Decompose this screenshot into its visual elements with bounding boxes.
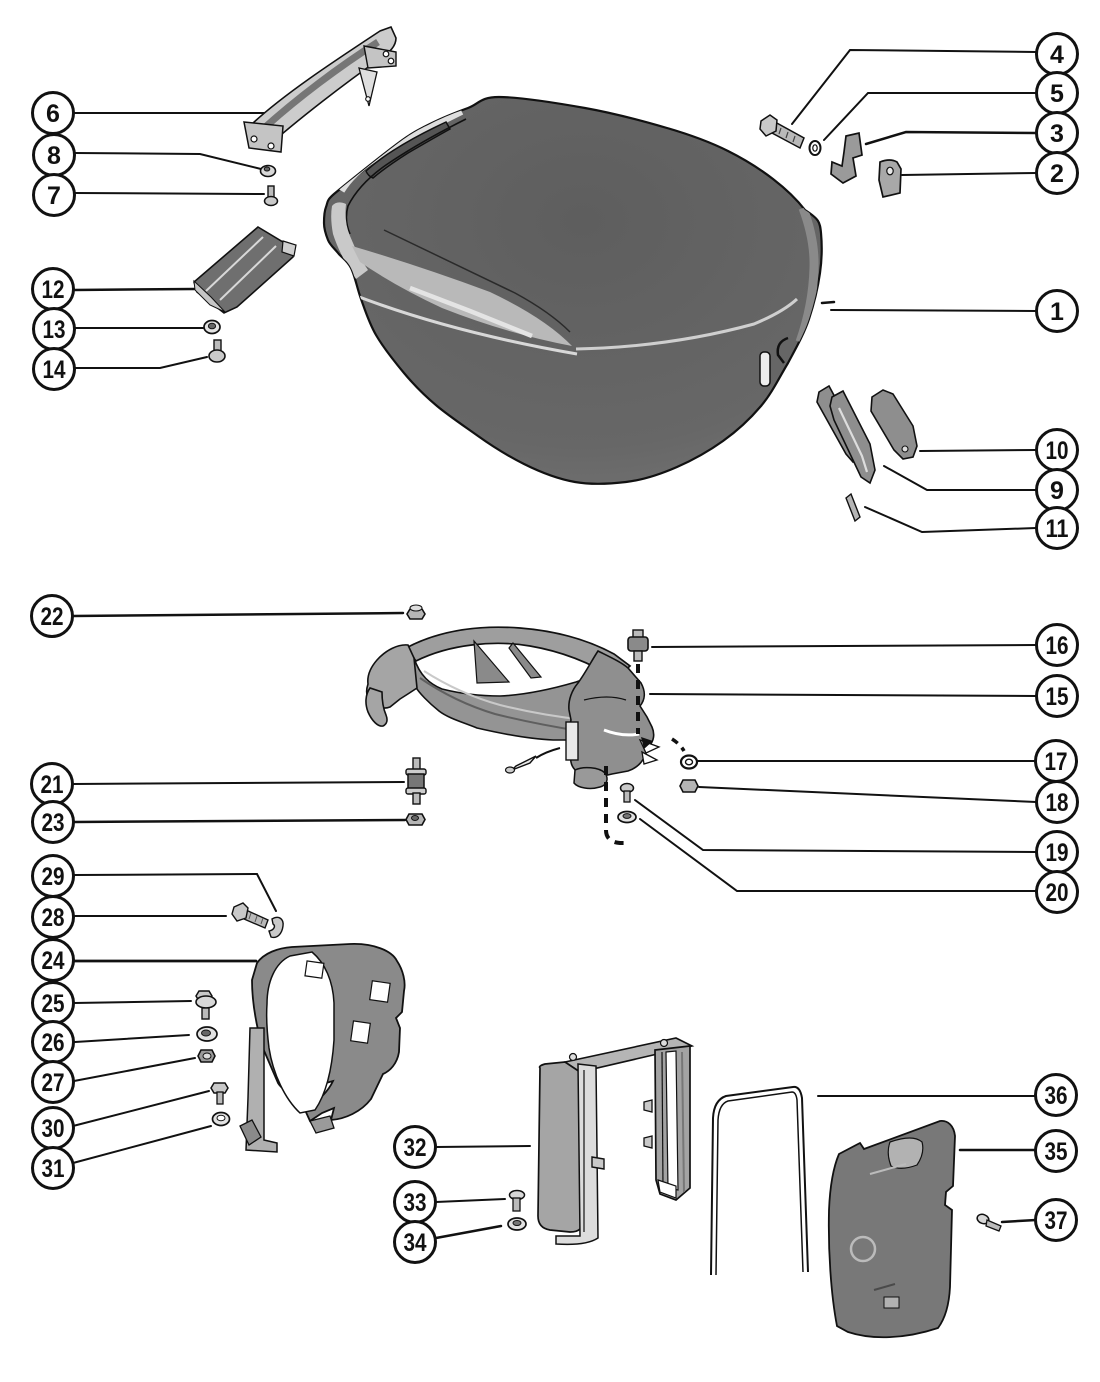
svg-text:6: 6 [46,100,60,128]
svg-text:26: 26 [42,1029,65,1057]
svg-text:36: 36 [1045,1082,1068,1110]
svg-text:22: 22 [41,603,64,631]
svg-text:23: 23 [42,809,65,837]
svg-text:33: 33 [404,1189,427,1217]
svg-text:2: 2 [1050,160,1064,188]
svg-text:21: 21 [41,771,64,799]
svg-text:37: 37 [1045,1207,1068,1235]
svg-text:19: 19 [1046,839,1069,867]
svg-text:34: 34 [404,1229,427,1257]
svg-text:14: 14 [43,356,66,384]
svg-text:1: 1 [1050,298,1064,326]
svg-text:3: 3 [1050,120,1064,148]
svg-text:24: 24 [42,947,65,975]
svg-text:35: 35 [1045,1138,1068,1166]
svg-text:4: 4 [1050,41,1064,69]
svg-text:28: 28 [42,904,65,932]
svg-text:12: 12 [42,276,65,304]
svg-text:15: 15 [1046,683,1069,711]
svg-text:30: 30 [42,1115,65,1143]
svg-text:13: 13 [43,316,66,344]
svg-text:29: 29 [42,863,65,891]
svg-text:18: 18 [1046,789,1069,817]
svg-text:5: 5 [1050,80,1064,108]
svg-text:17: 17 [1045,748,1068,776]
svg-text:25: 25 [42,990,65,1018]
svg-text:7: 7 [47,182,61,210]
svg-text:9: 9 [1050,477,1064,505]
svg-text:32: 32 [404,1134,427,1162]
svg-text:8: 8 [47,142,61,170]
svg-text:27: 27 [42,1069,65,1097]
svg-text:11: 11 [1046,515,1069,543]
svg-text:10: 10 [1046,437,1069,465]
svg-text:20: 20 [1046,879,1069,907]
svg-text:31: 31 [42,1155,65,1183]
svg-text:16: 16 [1046,632,1069,660]
